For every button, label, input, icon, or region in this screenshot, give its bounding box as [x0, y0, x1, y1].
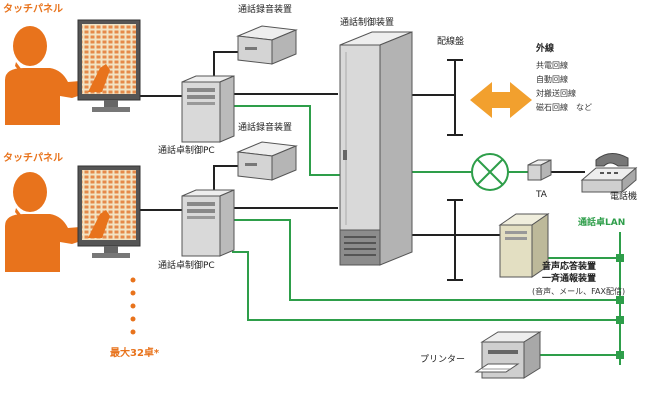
max-consoles-label: 最大32卓* — [110, 348, 160, 359]
external-line-item: 共電回線 — [536, 61, 568, 70]
lan-label: 通話卓LAN — [578, 218, 626, 228]
console-pc-label: 通話卓制御PC — [158, 261, 215, 271]
printer-label: プリンター — [420, 355, 466, 365]
person-silhouette-icon — [5, 172, 96, 272]
person-silhouette-icon — [5, 26, 96, 125]
lan-junctions — [616, 254, 624, 359]
server-box-icon — [498, 213, 550, 278]
terminal-adapter-icon — [527, 159, 552, 181]
tower-pc-icon — [181, 189, 235, 257]
telephone-icon — [580, 153, 638, 194]
external-line-item: 自動回線 — [536, 75, 568, 84]
telephone-label: 電話機 — [610, 192, 638, 202]
tower-pc-icon — [181, 75, 235, 143]
more-consoles-dots — [130, 277, 136, 335]
server-cabinet-icon — [339, 31, 413, 266]
patch-panel-label: 配線盤 — [437, 37, 465, 47]
black-wiring — [140, 51, 585, 281]
touch-panel-label: タッチパネル — [3, 4, 63, 15]
controller-label: 通話制御装置 — [340, 18, 395, 28]
touch-monitor-icon — [77, 165, 141, 258]
recorder-label: 通話録音装置 — [238, 123, 293, 133]
external-line-item: 磁石回線 など — [536, 103, 592, 112]
external-lines-title: 外線 — [536, 44, 555, 54]
touch-panel-label: タッチパネル — [3, 153, 63, 164]
external-line-item: 対搬送回線 — [536, 89, 576, 98]
crossed-circle-icon — [471, 153, 509, 191]
console-pc-label: 通話卓制御PC — [158, 146, 215, 156]
voice-unit-note: (音声、メール、FAX配信) — [532, 287, 626, 296]
printer-icon — [474, 331, 542, 379]
touch-monitor-icon — [77, 19, 141, 112]
voice-unit-label: 音声応答装置 — [542, 262, 597, 272]
recorder-box-icon — [236, 141, 298, 181]
ta-label: TA — [536, 190, 547, 200]
recorder-label: 通話録音装置 — [238, 5, 293, 15]
recorder-box-icon — [236, 25, 298, 65]
voice-unit-label: 一斉通報装置 — [542, 274, 597, 284]
double-arrow-icon — [470, 82, 532, 118]
